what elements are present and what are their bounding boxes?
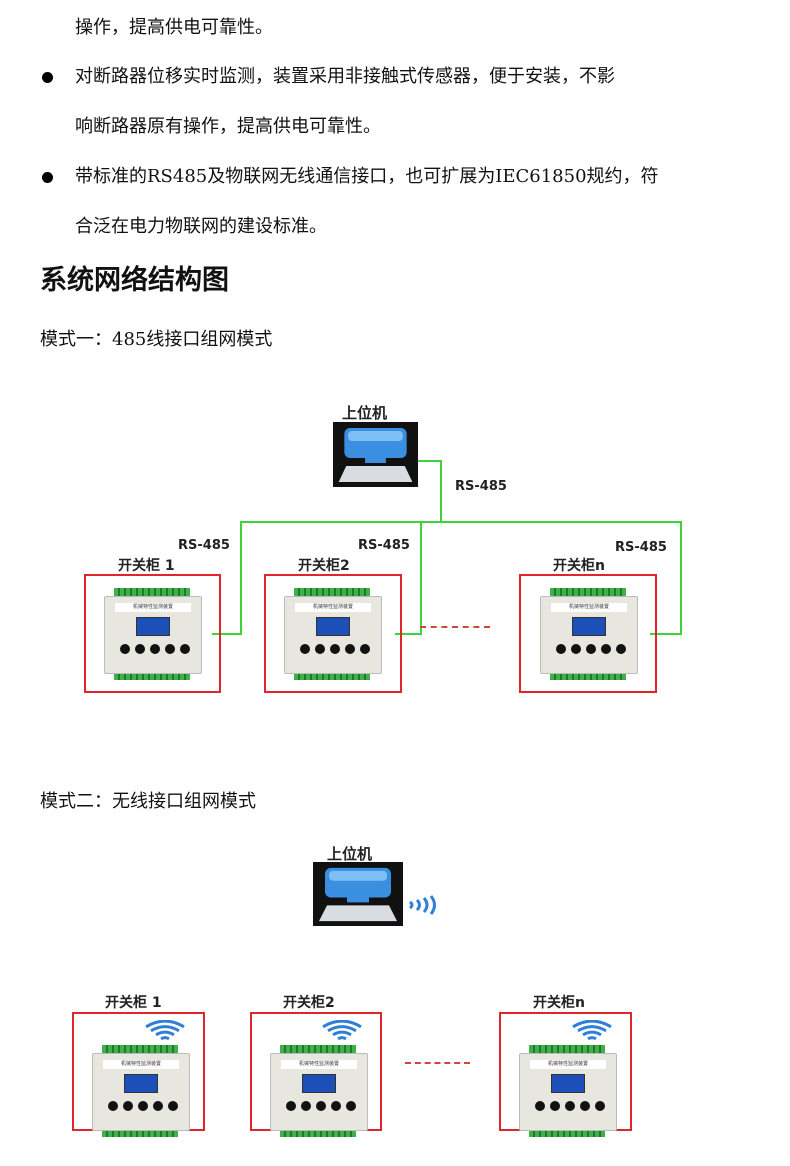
monitoring-device-image: 机械特性监测装置 xyxy=(515,1045,619,1137)
device-button xyxy=(565,1101,575,1111)
device-title: 机械特性监测装置 xyxy=(281,1060,357,1069)
monitoring-device-image: 机械特性监测装置 xyxy=(266,1045,370,1137)
device-button xyxy=(123,1101,133,1111)
device-screen xyxy=(316,617,350,636)
device-screen xyxy=(136,617,170,636)
device-button xyxy=(180,644,190,654)
device-button xyxy=(616,644,626,654)
device-button xyxy=(108,1101,118,1111)
device-screen xyxy=(572,617,606,636)
device-button xyxy=(316,1101,326,1111)
device-button xyxy=(120,644,130,654)
paragraph-line: 对断路器位移实时监测，装置采用非接触式传感器，便于安装，不影 xyxy=(75,66,615,87)
monitoring-device-image: 机械特性监测装置 xyxy=(280,588,384,680)
monitoring-device-image: 机械特性监测装置 xyxy=(88,1045,192,1137)
bullet-icon xyxy=(42,172,53,183)
device-title: 机械特性监测装置 xyxy=(115,603,191,612)
device-button xyxy=(330,644,340,654)
computer-icon xyxy=(313,862,403,926)
device-title: 机械特性监测装置 xyxy=(551,603,627,612)
cabinet-frame xyxy=(84,574,221,693)
cabinet-label: 开关柜 1 xyxy=(118,558,175,574)
device-title: 机械特性监测装置 xyxy=(530,1060,606,1069)
cabinet-label: 开关柜2 xyxy=(298,558,350,574)
bullet-icon xyxy=(42,72,53,83)
device-button xyxy=(165,644,175,654)
device-button xyxy=(345,644,355,654)
bus-label: RS-485 xyxy=(455,479,507,494)
section-heading: 系统网络结构图 xyxy=(40,265,229,296)
device-button xyxy=(580,1101,590,1111)
link-label: RS-485 xyxy=(178,538,230,553)
device-button xyxy=(153,1101,163,1111)
host-label: 上位机 xyxy=(342,404,388,422)
device-title: 机械特性监测装置 xyxy=(295,603,371,612)
device-screen xyxy=(551,1074,585,1093)
device-screen xyxy=(302,1074,336,1093)
cabinet-frame xyxy=(264,574,402,693)
device-button xyxy=(346,1101,356,1111)
device-button xyxy=(331,1101,341,1111)
wireless-signal-icon xyxy=(572,1019,612,1048)
paragraph-line: 合泛在电力物联网的建设标准。 xyxy=(75,216,327,237)
mode2-title: 模式二：无线接口组网模式 xyxy=(40,791,256,812)
paragraph-line: 响断路器原有操作，提高供电可靠性。 xyxy=(75,116,381,137)
device-button xyxy=(550,1101,560,1111)
device-button xyxy=(138,1101,148,1111)
device-button xyxy=(535,1101,545,1111)
device-button xyxy=(595,1101,605,1111)
paragraph-line: 带标准的RS485及物联网无线通信接口，也可扩展为IEC61850规约，符 xyxy=(75,166,659,187)
link-label: RS-485 xyxy=(615,540,667,555)
ellipsis-connector xyxy=(405,1062,470,1064)
cabinet-label: 开关柜n xyxy=(553,558,605,574)
rs485-bus-line xyxy=(240,521,682,523)
device-button xyxy=(168,1101,178,1111)
device-button xyxy=(586,644,596,654)
device-button xyxy=(301,1101,311,1111)
device-button xyxy=(601,644,611,654)
device-screen xyxy=(124,1074,158,1093)
mode1-title: 模式一：485线接口组网模式 xyxy=(40,329,273,350)
device-button xyxy=(300,644,310,654)
device-button xyxy=(135,644,145,654)
wireless-signal-icon xyxy=(145,1019,185,1048)
computer-icon xyxy=(333,422,418,487)
device-button xyxy=(571,644,581,654)
monitoring-device-image: 机械特性监测装置 xyxy=(536,588,640,680)
cabinet-frame xyxy=(519,574,657,693)
ellipsis-connector xyxy=(420,626,490,628)
device-button xyxy=(286,1101,296,1111)
device-title: 机械特性监测装置 xyxy=(103,1060,179,1069)
device-button xyxy=(360,644,370,654)
wireless-signal-icon xyxy=(322,1019,362,1048)
device-button xyxy=(315,644,325,654)
host-label: 上位机 xyxy=(327,845,373,863)
cabinet-label: 开关柜n xyxy=(533,995,585,1011)
wireless-signal-icon xyxy=(404,893,444,921)
paragraph-line: 操作，提高供电可靠性。 xyxy=(75,17,273,38)
device-button xyxy=(150,644,160,654)
link-label: RS-485 xyxy=(358,538,410,553)
cabinet-label: 开关柜 1 xyxy=(105,995,162,1011)
cabinet-label: 开关柜2 xyxy=(283,995,335,1011)
device-button xyxy=(556,644,566,654)
monitoring-device-image: 机械特性监测装置 xyxy=(100,588,204,680)
